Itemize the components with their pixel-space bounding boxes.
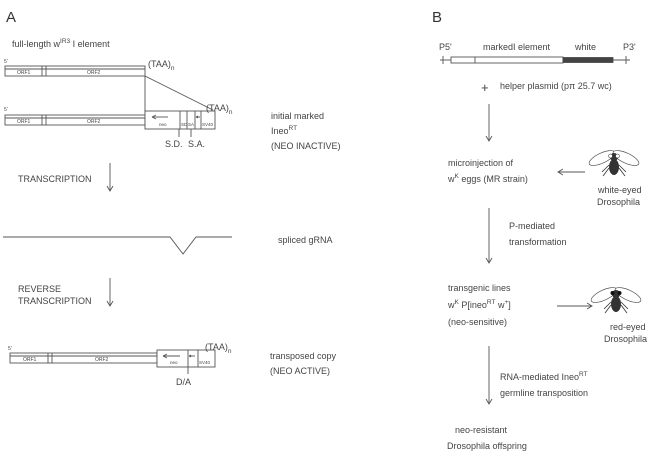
- germline-transposition-label: germline transposition: [500, 388, 588, 398]
- reverse-transcription-label: TRANSCRIPTION: [18, 296, 92, 306]
- p5-label: P5': [439, 42, 452, 52]
- microinjection-label: microinjection of: [448, 158, 514, 168]
- da-label: D/A: [176, 377, 191, 387]
- neo-arrow-head: [151, 114, 157, 120]
- red-eyed-drosophila-label: Drosophila: [604, 334, 647, 344]
- plus-sign: +: [481, 80, 489, 95]
- row3-neo-cassette: neo SV40: [156, 349, 216, 368]
- row2-taa: (TAA)n: [206, 103, 233, 116]
- row1-orf1: ORF1: [17, 70, 31, 76]
- neo-sensitive-label: (neo-sensitive): [448, 317, 507, 327]
- full-length-title: full-length wIR3 I element: [12, 38, 110, 49]
- wk-eggs-label: wK eggs (MR strain): [447, 173, 528, 184]
- row1-taa: (TAA)n: [148, 59, 175, 72]
- initial-marked-label: initial marked: [271, 111, 324, 121]
- row2-five-prime: 5': [4, 107, 8, 113]
- row1-element: ORF1 ORF2: [4, 65, 146, 77]
- row2-element: ORF1 ORF2: [4, 114, 146, 126]
- spliced-rna-line: [3, 236, 232, 255]
- p3-label: P3': [623, 42, 636, 52]
- red-eyed-fly-icon: [590, 287, 642, 314]
- ineo-rt-label: IneoRT: [271, 125, 297, 136]
- reverse-label: REVERSE: [18, 284, 61, 294]
- offspring-label: Drosophila offspring: [447, 441, 527, 451]
- sd-box-label: SD: [181, 122, 188, 127]
- white-label: white: [574, 42, 596, 52]
- row3-five-prime: 5': [8, 346, 12, 352]
- red-eyed-label: red-eyed: [610, 322, 646, 332]
- panel-b-label: B: [432, 9, 442, 26]
- i-element-label: I element: [513, 42, 551, 52]
- p-mediated-label: P-mediated: [509, 221, 555, 231]
- row3-orf2: ORF2: [95, 357, 109, 363]
- row2-orf1: ORF1: [17, 119, 31, 125]
- row3-orf1: ORF1: [23, 357, 37, 363]
- transgenic-lines-label: transgenic lines: [448, 283, 511, 293]
- helper-plasmid-label: helper plasmid (pπ 25.7 wc): [500, 81, 612, 91]
- row3-sv40-box-label: SV40: [199, 360, 211, 365]
- panel-a-label: A: [6, 9, 16, 26]
- rna-mediated-label: RNA-mediated IneoRT: [500, 371, 588, 382]
- genotype-label: wK P[ineoRT w+]: [447, 299, 511, 310]
- row1-five-prime: 5': [4, 59, 8, 65]
- marked-label: marked: [483, 42, 513, 52]
- white-eyed-fly-icon: [588, 150, 640, 177]
- row2-orf2: ORF2: [87, 119, 101, 125]
- white-eyed-label: white-eyed: [597, 185, 642, 195]
- transcription-label: TRANSCRIPTION: [18, 174, 92, 184]
- neo-resistant-label: neo-resistant: [455, 425, 508, 435]
- spliced-grna-label: spliced gRNA: [278, 235, 333, 245]
- row3-taa: (TAA)n: [205, 342, 232, 355]
- transformation-label: transformation: [509, 237, 567, 247]
- row3-neo-box-label: neo: [170, 360, 178, 365]
- sa-label: S.A.: [188, 139, 205, 149]
- neo-inactive-label: (NEO INACTIVE): [271, 141, 341, 151]
- construct-diagram: [440, 56, 630, 64]
- transposed-copy-label: transposed copy: [270, 351, 337, 361]
- neo-active-label: (NEO ACTIVE): [270, 366, 330, 376]
- sv40-box-label: SV40: [202, 122, 214, 127]
- neo-box-label: neo: [159, 122, 167, 127]
- neo-cassette: neo SD SA SV40: [144, 110, 216, 130]
- zoom-line-right: [144, 75, 214, 111]
- sd-label: S.D.: [165, 139, 183, 149]
- row3-element: ORF1 ORF2: [9, 352, 158, 364]
- white-eyed-drosophila-label: Drosophila: [597, 197, 640, 207]
- sa-box-label: SA: [188, 122, 194, 127]
- row1-orf2: ORF2: [87, 70, 101, 76]
